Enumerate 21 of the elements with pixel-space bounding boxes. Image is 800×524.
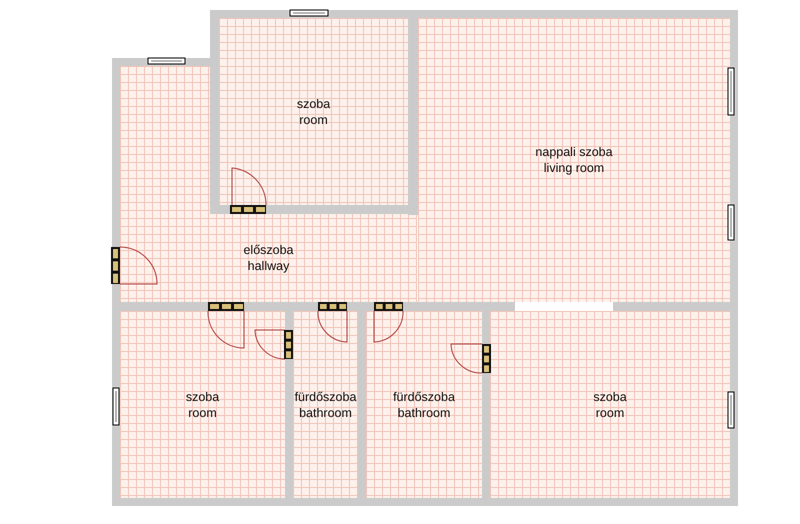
- room-label: room: [188, 404, 217, 420]
- room-label: fürdőszoba: [294, 388, 356, 404]
- room-floor: [490, 311, 730, 498]
- room-floor: [366, 311, 482, 498]
- room-floor: [120, 311, 285, 498]
- room-floor: [293, 311, 358, 498]
- room-label: room: [299, 112, 328, 128]
- room-label: előszoba: [243, 242, 294, 258]
- room-floor: [219, 18, 408, 205]
- room-label: hallway: [248, 258, 290, 274]
- room-label: nappali szoba: [535, 144, 613, 160]
- room-floor: [418, 18, 730, 302]
- room-label: living room: [544, 160, 604, 176]
- room-label: bathroom: [398, 404, 450, 420]
- room-label: szoba: [296, 96, 330, 112]
- room-floor: [120, 66, 417, 302]
- room-label: bathroom: [299, 404, 352, 420]
- room-label: szoba: [593, 388, 627, 404]
- room-label: room: [596, 404, 624, 420]
- room-label: szoba: [186, 388, 220, 404]
- room-label: fürdőszoba: [393, 388, 455, 404]
